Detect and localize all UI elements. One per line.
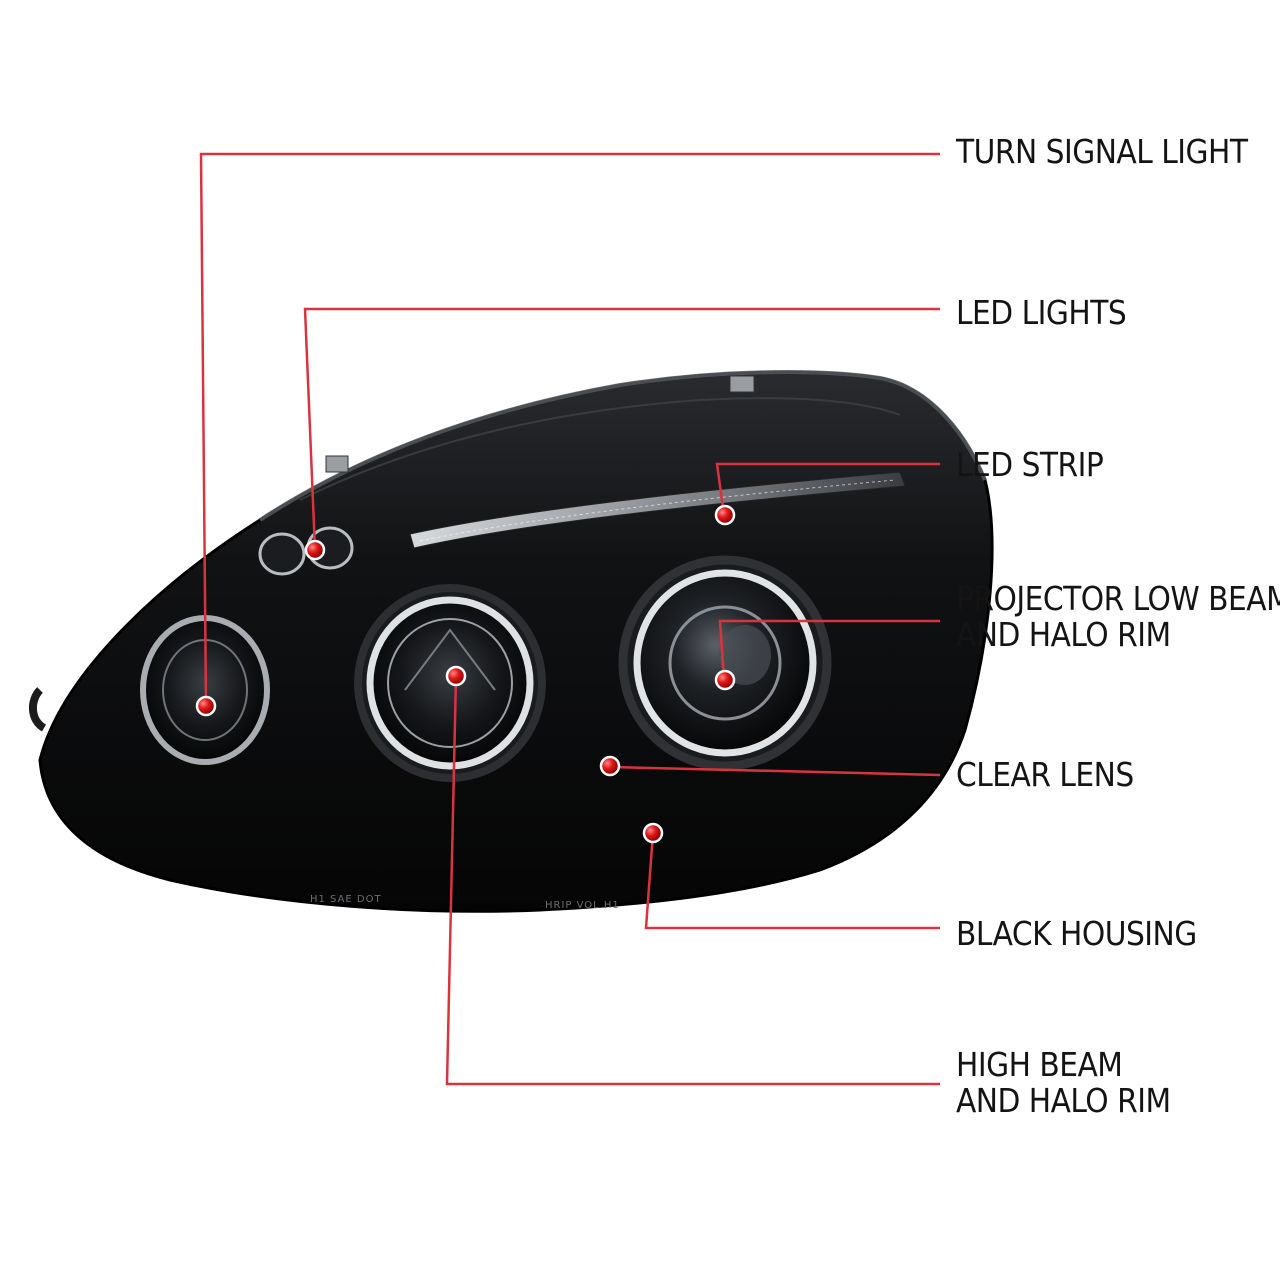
label-line: LED LIGHTS	[956, 293, 1127, 332]
label-projector-low-beam: PROJECTOR LOW BEAM AND HALO RIM	[956, 581, 1280, 653]
label-line: BLACK HOUSING	[956, 914, 1197, 953]
label-clear-lens: CLEAR LENS	[956, 757, 1134, 793]
callout-leader-lines	[199, 152, 941, 1086]
leader-projector-low-beam	[718, 619, 940, 681]
leader-black-housing	[644, 832, 940, 930]
dot-high-beam	[445, 665, 467, 687]
label-line: CLEAR LENS	[956, 755, 1134, 794]
label-line: AND HALO RIM	[956, 1081, 1171, 1120]
projector-lens	[618, 555, 832, 771]
label-line: HIGH BEAM	[956, 1045, 1123, 1084]
label-turn-signal-light: TURN SIGNAL LIGHT	[956, 132, 1248, 171]
label-line: TURN SIGNAL LIGHT	[956, 132, 1248, 171]
leader-high-beam	[445, 675, 940, 1086]
label-line: AND HALO RIM	[956, 615, 1171, 654]
housing-marking-left: H1 SAE DOT	[310, 894, 382, 905]
leader-clear-lens	[610, 765, 941, 777]
leader-led-strip	[715, 462, 940, 516]
headlight-housing: H1 SAE DOT HRIP VOL H1	[29, 370, 994, 913]
label-led-strip: LED STRIP	[956, 445, 1104, 484]
dot-turn-signal-light	[195, 695, 217, 717]
housing-marking-right: HRIP VOL H1	[545, 900, 620, 911]
dot-clear-lens	[599, 755, 621, 777]
label-high-beam: HIGH BEAM AND HALO RIM	[956, 1047, 1171, 1119]
dot-black-housing	[642, 822, 664, 844]
callout-dots	[195, 504, 736, 844]
label-line: PROJECTOR LOW BEAM	[956, 579, 1280, 618]
label-led-lights: LED LIGHTS	[956, 293, 1127, 332]
leader-turn-signal-light	[199, 152, 940, 707]
label-black-housing: BLACK HOUSING	[956, 916, 1197, 952]
dot-led-lights	[304, 539, 326, 561]
dot-projector-low-beam	[714, 669, 736, 691]
label-line: LED STRIP	[956, 445, 1104, 484]
dot-led-strip	[714, 504, 736, 526]
leader-led-lights	[303, 307, 940, 551]
